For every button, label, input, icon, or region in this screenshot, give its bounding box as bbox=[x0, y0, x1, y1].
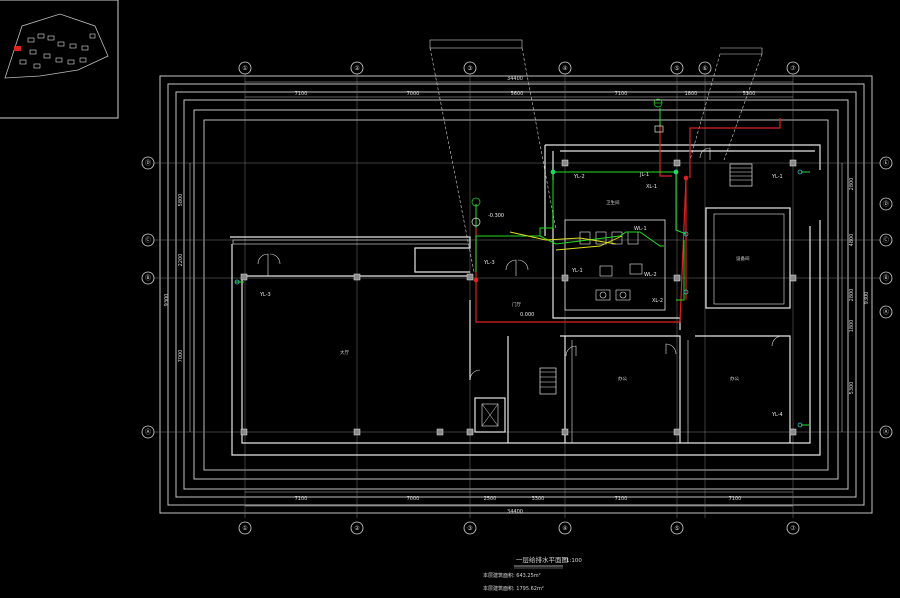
building-walls bbox=[230, 144, 821, 456]
label-xl1: XL-1 bbox=[646, 184, 657, 190]
dim-top-6: 5300 bbox=[743, 91, 756, 97]
axis-bottom-5: ⑤ bbox=[674, 525, 679, 532]
axis-bottom-2: ② bbox=[354, 525, 360, 532]
axis-labels: ① ② ③ ④ ⑤ ⑥ ⑦ ① ② ③ ④ ⑤ ⑦ Ⓓ Ⓒ Ⓑ Ⓐ Ⓔ Ⓓ Ⓒ … bbox=[145, 65, 889, 532]
label-yl4: YL-4 bbox=[771, 412, 783, 418]
dim-top-2: 7000 bbox=[407, 91, 420, 97]
plan-note-1: 本层建筑面积: 643.25m² bbox=[483, 572, 541, 579]
fire-pipes bbox=[509, 231, 623, 251]
dim-right-1: 2800 bbox=[849, 178, 855, 191]
axis-right-4: Ⓑ bbox=[883, 274, 889, 282]
dimension-lines bbox=[175, 81, 857, 507]
dim-bottom-5: 7100 bbox=[615, 496, 628, 502]
label-yl3: YL-3 bbox=[259, 292, 271, 298]
axis-top-2: ② bbox=[354, 65, 360, 72]
plan-scale: 1:100 bbox=[566, 558, 582, 564]
drain-pipes bbox=[475, 118, 781, 323]
axis-top-6: ⑥ bbox=[702, 65, 707, 72]
axis-right-5: Ⓐ bbox=[883, 308, 889, 316]
room-labels: 大厅 卫生间 设备间 办公 办公 门厅 bbox=[340, 199, 750, 382]
key-plan bbox=[0, 0, 119, 119]
title-block: 一层给排水平面图 1:100 本层建筑面积: 643.25m² 本层建筑面积: … bbox=[483, 555, 582, 592]
label-elev: -0.300 bbox=[488, 213, 504, 219]
dim-bottom-2: 7000 bbox=[407, 496, 420, 502]
plan-note-2: 本层建筑面积: 1795.62m² bbox=[483, 585, 544, 592]
supply-pipes bbox=[235, 108, 810, 426]
axis-left-2: Ⓒ bbox=[145, 236, 151, 244]
projection-lines bbox=[429, 39, 763, 273]
room-lobby: 门厅 bbox=[512, 301, 521, 308]
axis-top-7: ⑦ bbox=[790, 65, 796, 72]
axis-right-3: Ⓒ bbox=[883, 236, 889, 244]
pipe-fixtures bbox=[234, 98, 803, 428]
axis-right-1: Ⓔ bbox=[883, 159, 889, 167]
axis-bottom-3: ③ bbox=[467, 525, 472, 532]
axis-bottom-1: ① bbox=[242, 525, 247, 532]
axis-left-4: Ⓐ bbox=[145, 428, 151, 436]
label-xl2: XL-2 bbox=[652, 298, 663, 304]
label-yl1: YL-1 bbox=[771, 174, 783, 180]
dim-right-5: 9300 bbox=[864, 292, 870, 305]
dim-left-2: 2200 bbox=[178, 254, 184, 267]
label-floor: 0.000 bbox=[520, 312, 534, 318]
label-yl3b: YL-3 bbox=[483, 260, 495, 266]
room-office2: 办公 bbox=[730, 375, 739, 382]
label-wl2: WL-2 bbox=[644, 272, 657, 278]
axis-bubbles bbox=[141, 61, 893, 535]
dim-right-2: 4800 bbox=[849, 234, 855, 247]
pipe-labels: YL-1 YL-4 YL-2 YL-3 YL-3 JL-1 XL-1 WL-1 … bbox=[259, 172, 783, 418]
plan-title: 一层给排水平面图 bbox=[516, 555, 568, 564]
dim-bottom-6: 7100 bbox=[729, 496, 742, 502]
key-plan-marker bbox=[14, 46, 21, 51]
dim-bottom-4: 3300 bbox=[532, 496, 545, 502]
dim-left-4: 7000 bbox=[178, 350, 184, 363]
dim-top-3: 5600 bbox=[511, 91, 524, 97]
dim-bottom-1: 7100 bbox=[295, 496, 308, 502]
label-wl1: WL-1 bbox=[634, 226, 647, 232]
label-yl1b: YL-1 bbox=[571, 268, 583, 274]
dimension-texts: 34400 7100 7000 5600 7100 1800 5300 7100… bbox=[164, 76, 870, 515]
dim-left-1: 5800 bbox=[178, 194, 184, 207]
room-hall: 大厅 bbox=[340, 349, 349, 356]
axis-right-2: Ⓓ bbox=[883, 200, 889, 208]
columns bbox=[240, 159, 797, 436]
dim-bottom-3: 2500 bbox=[484, 496, 497, 502]
dim-left-3: 9300 bbox=[164, 294, 170, 307]
dim-top-5: 1800 bbox=[685, 91, 698, 97]
dim-right-3: 2800 bbox=[849, 289, 855, 302]
axis-top-5: ⑤ bbox=[674, 65, 679, 72]
label-jl: JL-1 bbox=[639, 172, 649, 178]
dim-overall-top: 34400 bbox=[507, 76, 523, 82]
dim-top-1: 7100 bbox=[295, 91, 308, 97]
axis-right-6: Ⓐ bbox=[883, 428, 889, 436]
axis-bottom-6: ⑦ bbox=[790, 525, 796, 532]
dim-right-4: 1800 bbox=[849, 320, 855, 333]
room-office1: 办公 bbox=[618, 375, 627, 382]
axis-top-1: ① bbox=[242, 65, 247, 72]
dim-top-4: 7100 bbox=[615, 91, 628, 97]
axis-left-3: Ⓑ bbox=[145, 274, 151, 282]
room-equip: 设备间 bbox=[736, 255, 750, 262]
label-yl2: YL-2 bbox=[573, 174, 585, 180]
dim-overall-bottom: 34400 bbox=[507, 509, 523, 515]
axis-bottom-4: ④ bbox=[562, 525, 567, 532]
axis-top-4: ④ bbox=[562, 65, 567, 72]
dim-right-6: 5300 bbox=[849, 382, 855, 395]
room-wc: 卫生间 bbox=[606, 199, 620, 206]
axis-left-1: Ⓓ bbox=[145, 159, 151, 167]
axis-top-3: ③ bbox=[467, 65, 472, 72]
